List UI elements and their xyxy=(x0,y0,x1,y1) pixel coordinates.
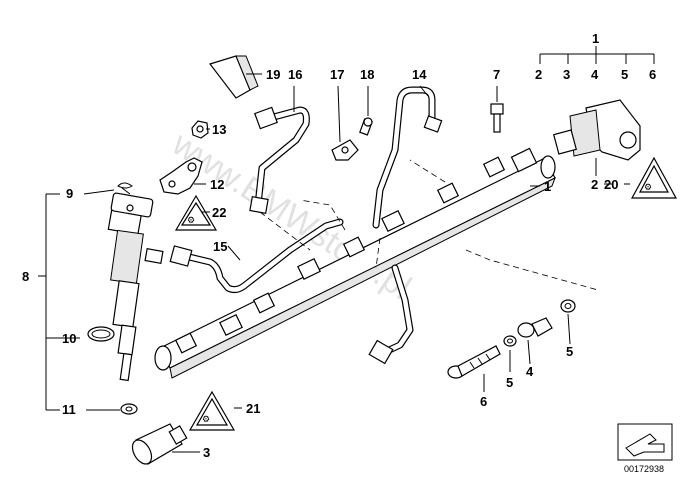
washer-11-hole xyxy=(125,406,133,412)
label-15: 15 xyxy=(213,239,227,254)
label-12: 12 xyxy=(210,177,224,192)
warning-triangle-22: ⚙ xyxy=(174,194,218,231)
warning-triangle-20: ⚙ xyxy=(630,156,678,199)
clip-9 xyxy=(117,182,133,195)
clip-17 xyxy=(331,139,359,161)
washer-11 xyxy=(120,403,138,415)
label-9: 9 xyxy=(66,186,73,201)
kit-label-4: 4 xyxy=(591,67,599,82)
fitting-4 xyxy=(517,317,553,338)
label-10: 10 xyxy=(62,331,76,346)
leader-lines xyxy=(38,46,655,453)
label-11: 11 xyxy=(62,402,76,417)
label-13: 13 xyxy=(212,122,226,137)
label-22: 22 xyxy=(212,205,226,220)
kit-labels: 1 2 3 4 5 6 xyxy=(535,31,656,82)
kit-label-top: 1 xyxy=(592,31,599,46)
svg-text:⚙: ⚙ xyxy=(202,414,210,424)
pipe-16 xyxy=(249,106,310,214)
part-labels: 19 16 17 18 14 7 13 12 22 15 1 2 20 9 8 … xyxy=(22,67,618,460)
sleeve-19 xyxy=(208,55,259,99)
fuel-rail xyxy=(154,147,556,379)
dash-line xyxy=(409,159,446,183)
sensor-3 xyxy=(131,423,188,465)
pipe-14 xyxy=(372,86,443,229)
washer-5 xyxy=(503,335,517,347)
label-6: 6 xyxy=(480,394,487,409)
kit-label-3: 3 xyxy=(563,67,570,82)
label-16: 16 xyxy=(288,67,302,82)
bracket-12 xyxy=(159,157,203,195)
kit-label-2: 2 xyxy=(535,67,542,82)
pressure-regulator-2 xyxy=(552,99,641,161)
oring-10 xyxy=(87,326,115,342)
oring-10-inner xyxy=(91,329,111,339)
label-4: 4 xyxy=(526,364,534,379)
warning-triangle-21: ⚙ xyxy=(188,390,236,431)
label-18: 18 xyxy=(360,67,374,82)
dash-line xyxy=(465,249,599,291)
label-20: 20 xyxy=(604,177,618,192)
label-8: 8 xyxy=(22,269,29,284)
label-5: 5 xyxy=(506,375,513,390)
label-19: 19 xyxy=(266,67,280,82)
screw-18 xyxy=(359,117,373,136)
kit-label-5: 5 xyxy=(621,67,628,82)
label-3: 3 xyxy=(203,445,210,460)
kit-label-6: 6 xyxy=(649,67,656,82)
label-5b: 5 xyxy=(566,344,573,359)
pipe-return xyxy=(368,264,414,365)
label-2: 2 xyxy=(591,177,598,192)
dash-line xyxy=(259,211,311,251)
hollow-bolt-6 xyxy=(447,345,501,379)
label-1: 1 xyxy=(544,179,551,194)
svg-text:⚙: ⚙ xyxy=(187,215,195,225)
dash-line xyxy=(375,237,381,269)
washer-5b xyxy=(560,299,576,313)
injector xyxy=(107,192,164,382)
svg-text:⚙: ⚙ xyxy=(644,182,652,192)
image-number: 00172938 xyxy=(624,464,664,474)
image-number-box: 00172938 xyxy=(617,423,673,474)
label-7: 7 xyxy=(493,67,500,82)
label-14: 14 xyxy=(412,67,427,82)
bolt-7 xyxy=(490,103,504,133)
nut-13 xyxy=(191,120,209,139)
arrow-icon xyxy=(625,433,665,457)
pipe-15 xyxy=(169,218,344,294)
label-21: 21 xyxy=(246,401,260,416)
label-17: 17 xyxy=(330,67,344,82)
